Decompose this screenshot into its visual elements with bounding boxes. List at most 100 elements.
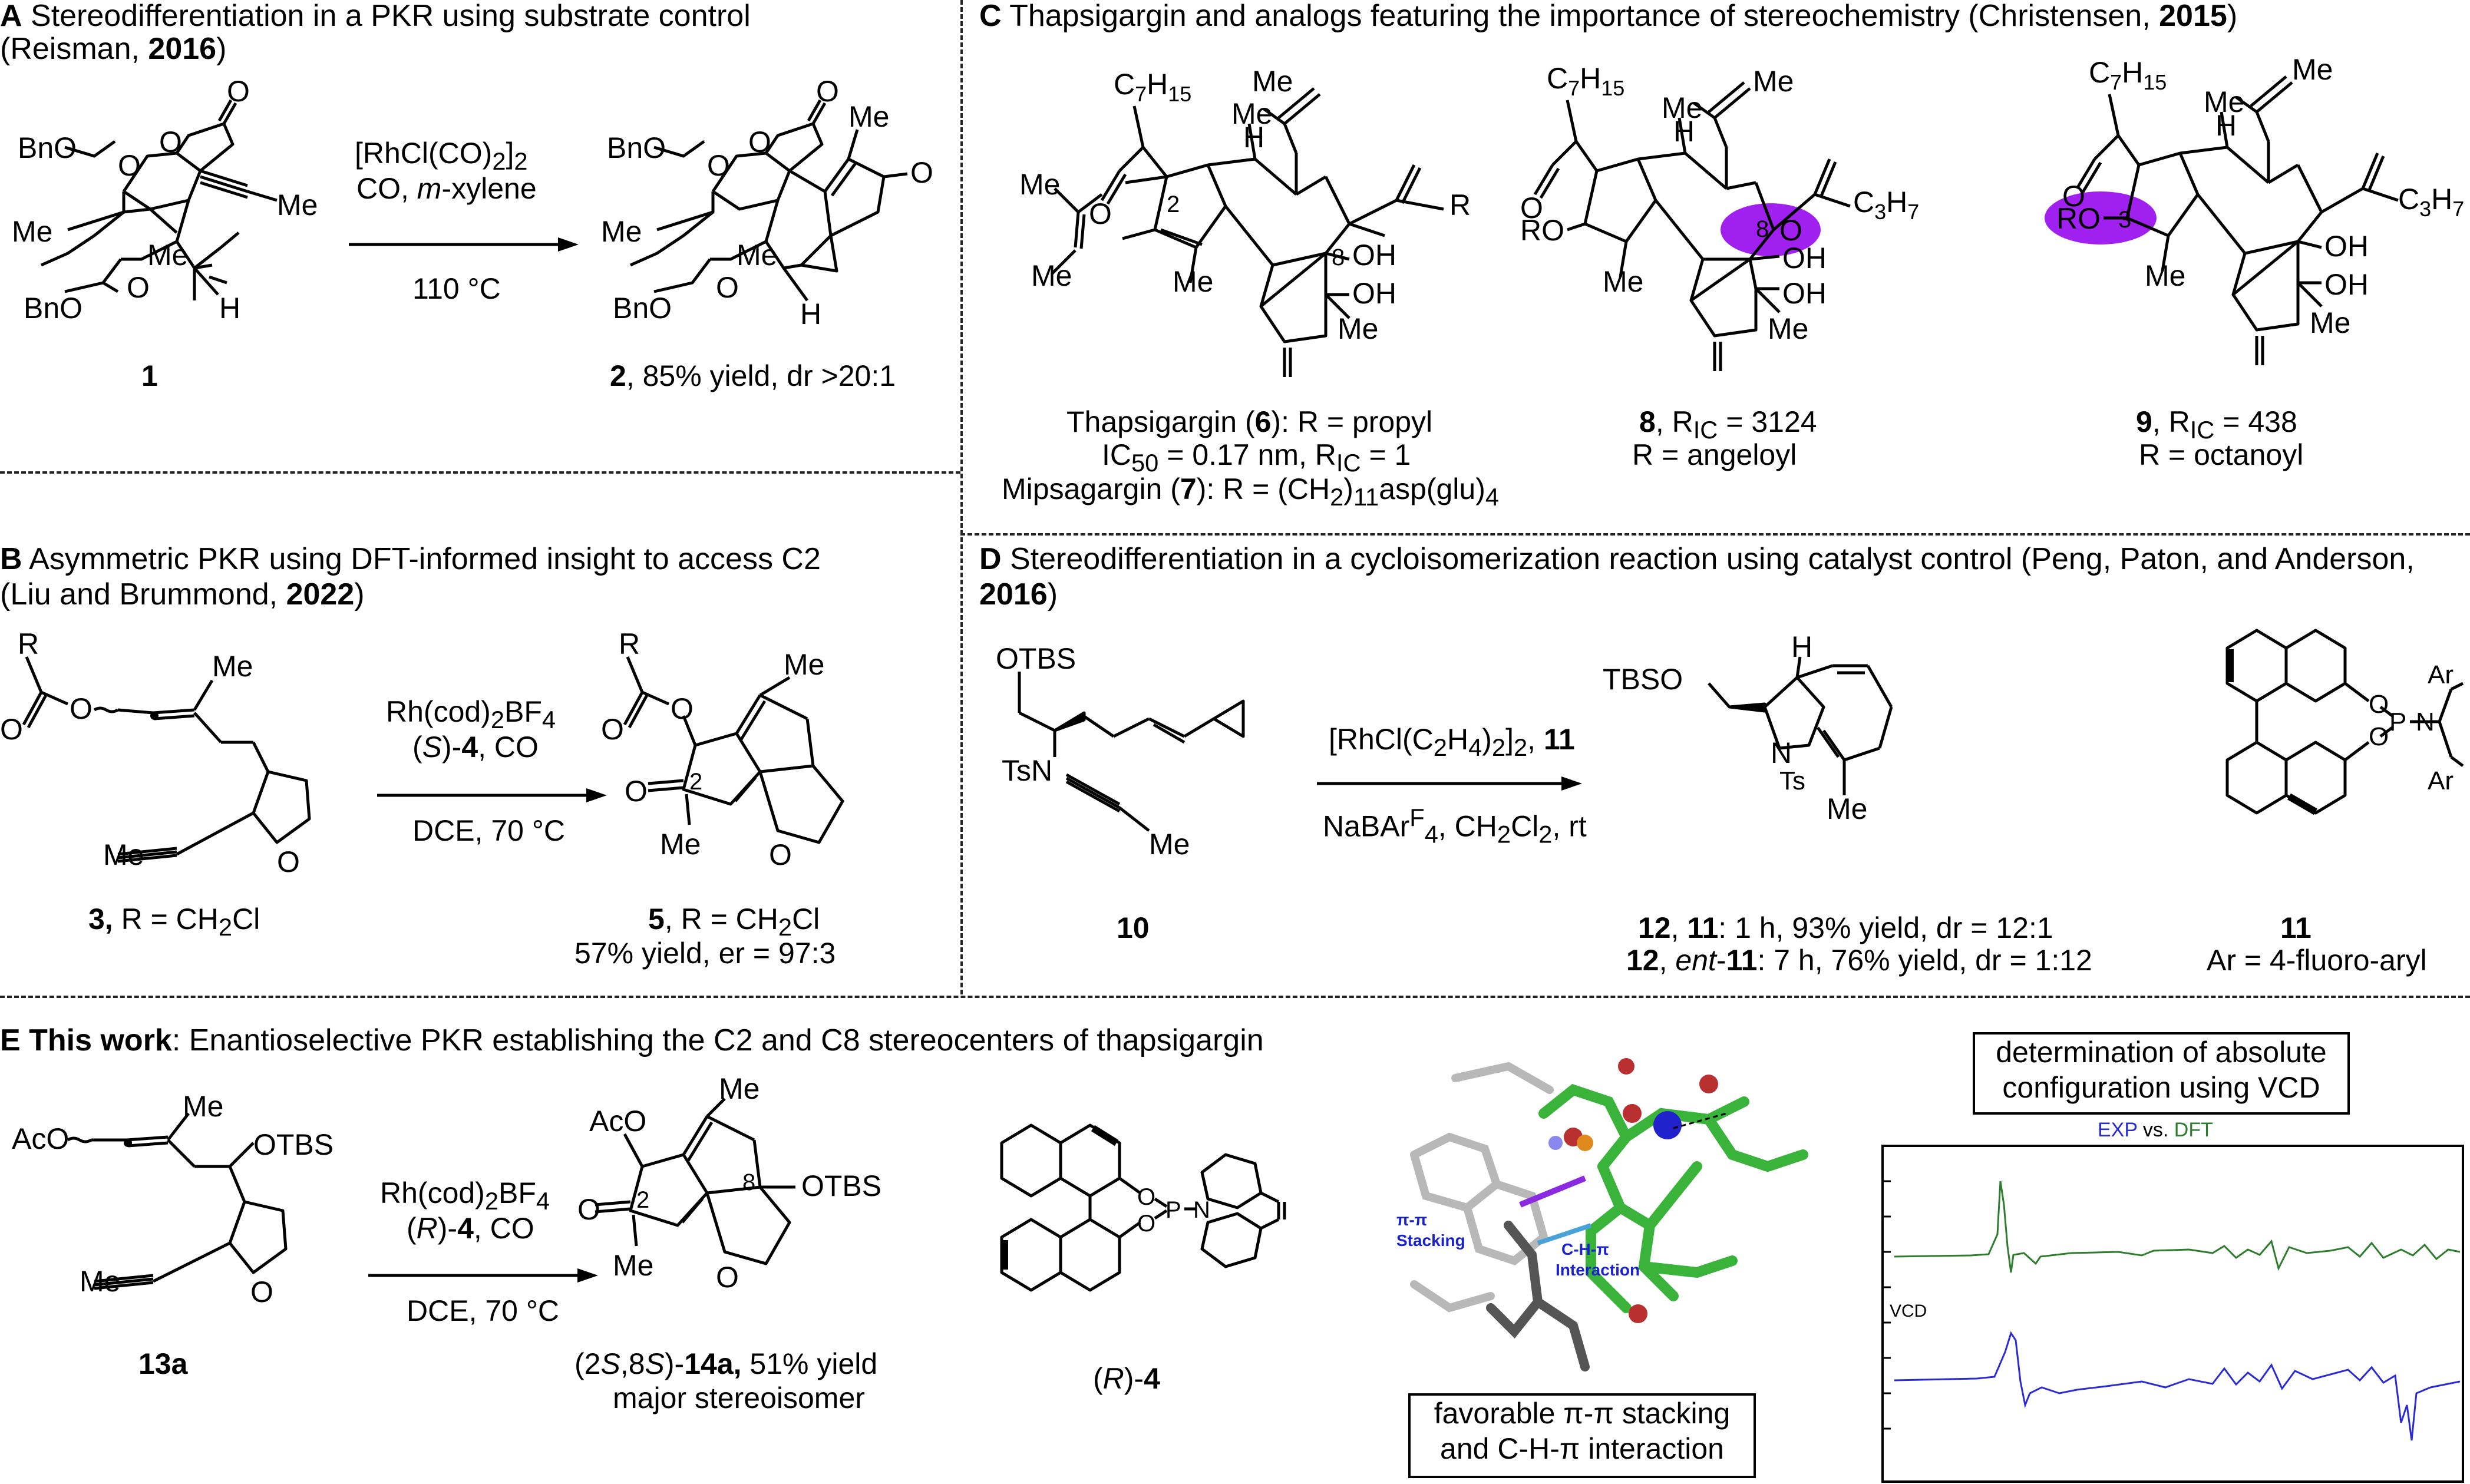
vcd-caption-box: determination of absolute configuration … (1973, 1032, 2350, 1115)
methyl-label: Me (613, 1249, 653, 1282)
methyl-label: Me (1768, 312, 1808, 345)
nitrogen-atom (1548, 1136, 1563, 1150)
panel-b-reagent-2: (S)-4, CO (412, 731, 539, 764)
hydroxyl-label: OH (1782, 242, 1827, 275)
methyl-label: Me (103, 838, 144, 871)
panel-e-title: E This work: Enantioselective PKR establ… (0, 1023, 1264, 1057)
methyl-label: Me (2310, 306, 2350, 339)
ligand-4-label: (R)-4 (1093, 1362, 1160, 1395)
acetoxy-label: AcO (12, 1122, 69, 1155)
methyl-label: Me (2204, 85, 2244, 118)
panel-b-condition: DCE, 70 °C (412, 814, 565, 847)
r-group-label: R (619, 627, 640, 660)
tbso-label: TBSO (1603, 663, 1683, 696)
oxygen-atom (1629, 1304, 1647, 1323)
methyl-label: Me (1149, 828, 1190, 861)
vcd-legend: EXP vs. DFT (2098, 1119, 2213, 1141)
catalyst-11-aryl: Ar = 4-fluoro-aryl (2207, 944, 2427, 977)
carbon-8-label: 8 (1756, 216, 1769, 242)
compound-5-yield: 57% yield, er = 97:3 (574, 937, 836, 970)
ro-label: RO (2056, 202, 2101, 235)
oxygen-label: O (1779, 214, 1802, 247)
methyl-label: Me (601, 215, 642, 248)
otbs-label: OTBS (253, 1128, 333, 1161)
compound-1-structure: BnO O O O Me Me Me H BnO O (12, 75, 318, 325)
catalyst-11-label: 11 (2280, 911, 2312, 944)
otbs-label: OTBS (996, 642, 1076, 675)
methyl-label: Me (1603, 265, 1643, 298)
model-caption-line-1: favorable π-π stacking (1434, 1397, 1731, 1430)
oxygen-label: O (1137, 1211, 1155, 1237)
dft-spectrum-line (1894, 1181, 2461, 1273)
compound-12-result-1: 12, 11: 1 h, 93% yield, dr = 12:1 (1638, 911, 2053, 944)
oxygen-label: O (1089, 197, 1112, 230)
carbon-8-label: 8 (742, 1169, 755, 1195)
vcd-caption-line-1: determination of absolute (1996, 1036, 2327, 1069)
panel-e-reaction-arrow (368, 1268, 598, 1283)
methyl-label: Me (1252, 65, 1293, 98)
oxygen-label: O (127, 271, 150, 304)
panel-e-reagent-2: (R)-4, CO (407, 1212, 534, 1245)
bno-label-1: BnO (607, 131, 666, 164)
compound-3-structure: R O O Me O Me (0, 627, 311, 878)
ch-pi-label: C-H-π (1561, 1240, 1609, 1258)
tosyl-label: Ts (1779, 766, 1805, 795)
methyl-label: Me (1031, 259, 1072, 292)
vcd-y-label: VCD (1890, 1301, 1927, 1321)
hydrogen-label: H (2215, 109, 2237, 142)
oxygen-atom (1699, 1075, 1718, 1093)
panel-b-title: B Asymmetric PKR using DFT-informed insi… (0, 542, 821, 576)
hydroxyl-label: OH (2324, 230, 2369, 263)
panel-d-reaction-arrow (1317, 776, 1582, 791)
panel-a-reagent-2: CO, m-xylene (356, 172, 537, 205)
nitrogen-label: N (2416, 708, 2435, 736)
r-group-label: R (18, 627, 39, 660)
aryl-label: Ar (2428, 766, 2454, 795)
compound-13a-label: 13a (138, 1347, 188, 1380)
compound-12-structure: TBSO H N Ts Me (1603, 630, 1893, 825)
bno-label-2: BnO (613, 292, 672, 325)
model-caption-line-2: and C-H-π interaction (1440, 1432, 1724, 1465)
analog-9-structure: C7H15 O RO 3 Me Me H C3H7 OH OH Me Me (2045, 53, 2464, 365)
panel-d-title: D Stereodifferentiation in a cycloisomer… (979, 542, 2415, 576)
oxygen-label: O (716, 271, 739, 304)
oxygen-label: O (707, 149, 730, 182)
divider-a-b (0, 471, 960, 474)
ch-pi-indicator (1537, 1223, 1592, 1245)
pi-pi-label: π-π (1396, 1211, 1427, 1229)
analog-9-label: 9, RIC = 438 (2136, 405, 2297, 444)
methyl-label: Me (1173, 265, 1213, 298)
r-group-label: R (1449, 189, 1471, 222)
nitrogen-label: N (1771, 736, 1792, 769)
panel-e-reagent-1: Rh(cod)2BF4 (380, 1176, 550, 1215)
methyl-label: Me (183, 1090, 223, 1123)
hydroxyl-label: OH (1352, 239, 1396, 272)
carbon-2-label: 2 (689, 769, 702, 795)
oxygen-label: O (748, 125, 771, 158)
hydrogen-label: H (1791, 630, 1812, 663)
interaction-label: Interaction (1556, 1261, 1640, 1279)
exp-spectrum-line (1894, 1331, 2461, 1441)
methyl-label: Me (80, 1265, 120, 1298)
oxygen-label: O (118, 149, 141, 182)
vcd-caption-line-2: configuration using VCD (2002, 1071, 2320, 1104)
analog-8-structure: C7H15 O RO Me Me H 8 O C3H7 OH OH Me Me (1520, 62, 1919, 371)
compound-14a-label: (2S,8S)-14a, 51% yield (574, 1347, 878, 1380)
tsn-label: TsN (1002, 754, 1052, 787)
c7h15-label: C7H15 (1114, 68, 1191, 106)
panel-b-citation: (Liu and Brummond, 2022) (0, 577, 365, 612)
hydrogen-label: H (219, 292, 240, 325)
oxygen-label: O (159, 125, 182, 158)
analog-8-r-group: R = angeloyl (1632, 438, 1797, 471)
thapsigargin-ic50: IC50 = 0.17 nm, RIC = 1 (1102, 438, 1411, 477)
methyl-label: Me (1662, 91, 1702, 124)
oxygen-label: O (577, 1193, 600, 1226)
compound-5-label: 5, R = CH2Cl (648, 903, 820, 941)
panel-a-condition: 110 °C (412, 272, 501, 305)
divider-c-d (960, 533, 2470, 536)
ligand-4-structure: O O P N (1000, 1123, 1286, 1292)
hydrogen-label: H (1243, 121, 1264, 154)
stereocenter-highlight-8 (1721, 203, 1821, 256)
panel-e-condition: DCE, 70 °C (407, 1294, 559, 1327)
transition-state-model: π-π Stacking C-H-π Interaction (1396, 1058, 1808, 1371)
